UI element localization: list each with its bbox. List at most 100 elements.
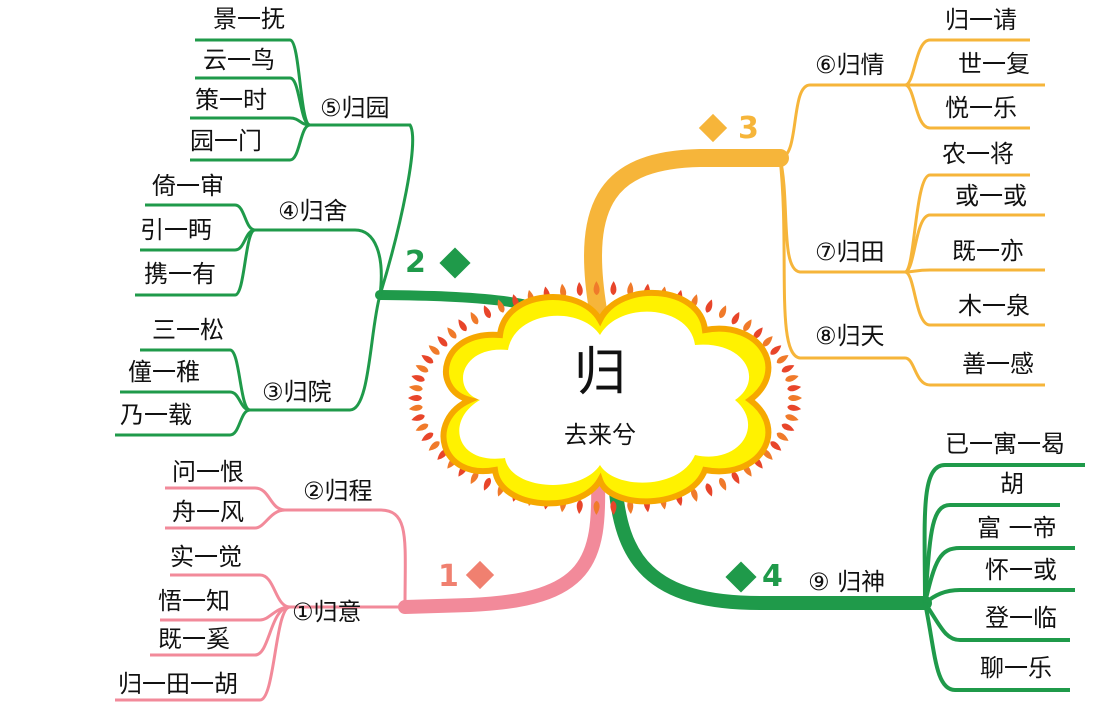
flame-mark [428,345,440,355]
branch-4-lines [922,463,1085,692]
branch-3-lines [778,38,1045,387]
leaf-item: 倚一审 [152,172,224,200]
flame-mark [421,355,434,364]
leaf-item: 世一复 [958,50,1030,78]
flame-mark [408,385,423,392]
branch-3-diamond-icon [698,113,728,143]
topic-gui-she: ④归舍 [278,197,348,225]
leaf-item: 悦一乐 [945,94,1017,122]
leaf-item: 胡 [1000,470,1024,498]
flame-mark [788,395,802,401]
branch-3-trunk [584,149,789,319]
leaf-item: 富 一帝 [977,514,1057,542]
leaf-item: 策一时 [195,86,267,114]
flame-mark [415,423,429,431]
branch-3-number: 3 [738,111,759,146]
flame-mark [787,385,802,392]
flame-mark [593,500,600,515]
flame-mark [781,365,795,373]
leaf-item: 园一门 [190,127,262,155]
leaf-item: 归一田一胡 [118,670,238,698]
flame-mark [753,327,763,339]
flame-mark [731,471,740,484]
topic-gui-cheng: ②归程 [303,477,373,505]
flame-mark [787,404,802,411]
branch-4-diamond-icon [725,561,757,593]
flame-mark [437,336,448,347]
flame-mark [718,305,727,319]
flame-mark [610,500,617,515]
topic-gui-qing: ⑥归情 [815,51,885,79]
flame-mark [415,365,429,373]
leaf-item: 携一有 [144,260,216,288]
flame-mark [593,281,600,296]
leaf-item: 木一泉 [958,292,1030,320]
branch-4-number: 4 [762,559,783,594]
flame-mark [705,299,713,313]
center-cloud [440,289,772,507]
leaf-item: 登一临 [985,604,1057,632]
flame-mark [785,414,799,421]
flame-mark [743,319,752,332]
leaf-item: 聊一乐 [980,654,1052,682]
flame-mark [785,375,799,382]
branch-2-number: 2 [405,245,426,280]
leaf-item: 善一感 [962,350,1034,378]
branch-4-trunk [608,473,932,610]
flame-mark [781,423,795,431]
flame-mark [483,305,492,319]
flame-mark [408,395,422,401]
flame-mark [627,500,634,514]
leaf-item: 或一或 [955,182,1027,210]
flame-mark [483,477,492,491]
leaf-item: 农一将 [942,140,1014,168]
leaf-item: 乃一载 [120,401,192,429]
leaf-item: 问一恨 [172,458,244,486]
flame-mark [497,299,505,313]
flame-mark [576,282,583,296]
flame-mark [705,483,713,497]
flame-mark [411,414,425,421]
branch-1-number: 1 [438,559,459,594]
flame-mark [421,432,434,441]
leaf-item: 僮一稚 [128,358,200,386]
center-title: 归 [573,343,626,403]
leaf-item: 既一奚 [158,625,230,653]
flame-mark [718,477,727,491]
topic-gui-tian-heaven: ⑧归天 [815,322,885,350]
leaf-item: 三一松 [152,316,224,344]
leaf-item: 归一请 [945,6,1017,34]
topic-gui-shen: ⑨ 归神 [808,568,886,596]
flame-mark [458,319,467,332]
leaf-item: 实一觉 [170,543,242,571]
flame-mark [411,375,425,382]
topic-gui-yuan: ⑤归园 [320,94,390,122]
branch-2-lines [115,38,415,437]
topic-gui-yuan-courtyard: ③归院 [262,378,332,406]
flame-mark [776,355,789,364]
leaf-item: 舟一风 [172,498,244,526]
leaf-item: 云一鸟 [203,46,275,74]
flame-mark [627,282,634,296]
leaf-item: 既一亦 [952,237,1024,265]
flame-mark [770,345,782,355]
flame-mark [447,327,457,339]
leaf-item: 悟一知 [158,587,230,615]
flame-mark [770,441,782,451]
flame-mark [762,336,773,347]
branch-1-diamond-icon [465,560,495,590]
flame-mark [576,500,583,514]
topic-gui-tian: ⑦归田 [815,238,885,266]
flame-mark [776,432,789,441]
flame-mark [428,441,440,451]
topic-gui-yi: ①归意 [292,598,362,626]
flame-mark [470,312,479,325]
leaf-item: 怀一或 [985,556,1057,584]
flame-mark [408,404,423,411]
flame-mark [610,281,617,296]
leaf-item: 引一眄 [140,216,212,244]
leaf-item: 景一抚 [213,5,285,33]
flame-mark [470,471,479,484]
flame-mark [691,488,698,502]
